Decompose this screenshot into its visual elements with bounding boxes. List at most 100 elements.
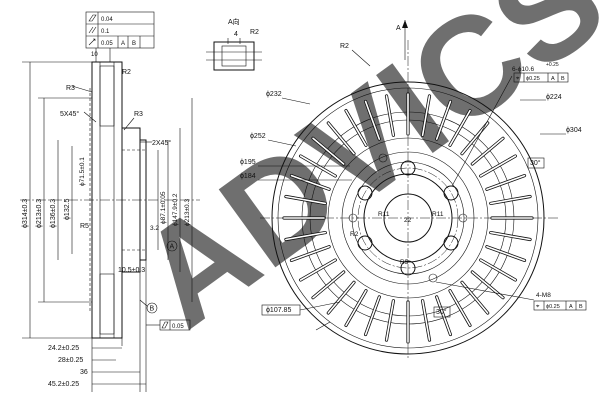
vent-slot-inner xyxy=(435,100,452,140)
tol-value-3: 0.05 xyxy=(101,41,113,47)
vent-slot-inner xyxy=(435,296,452,336)
vent-slot-inner xyxy=(345,289,367,327)
hole-tol: +0.25 xyxy=(546,62,559,68)
flatness-icon xyxy=(88,14,97,22)
dim-d314: ϕ314±0.3 xyxy=(22,199,29,228)
thread-spec: 4-M8 xyxy=(536,292,551,299)
detail-title: A向 xyxy=(228,17,240,26)
section-view: ϕ314±0.3 ϕ213±0.3 ϕ136±0.3 ϕ132.5 ϕ71.5±… xyxy=(20,61,200,392)
dim-d87: ϕ87.1±0.05 xyxy=(160,191,167,224)
hole-position-frame xyxy=(513,72,569,83)
fv-30-right: 30° xyxy=(530,159,541,167)
fv-d252: ϕ252 xyxy=(250,133,266,140)
dim-d213-left: ϕ213±0.3 xyxy=(36,199,43,228)
vent-slot-inner xyxy=(471,271,504,299)
tol-datum-a: A xyxy=(121,41,125,47)
vent-slot-inner xyxy=(461,281,489,314)
front-view: A R2 ϕ232 ϕ252 ϕ195 ϕ184 ϕ224 ϕ304 R11 2… xyxy=(240,20,587,360)
vent-slot-inner xyxy=(327,281,355,314)
dim-d213-right: ϕ213±0.3 xyxy=(184,199,191,226)
dim-d71: ϕ71.5±0.1 xyxy=(79,157,86,186)
label-r3-left: R3 xyxy=(66,85,75,92)
vent-slot-inner xyxy=(421,95,431,137)
bolt-hole xyxy=(357,185,373,201)
tol-datum-b: B xyxy=(132,41,136,47)
vent-slot-inner xyxy=(364,296,381,336)
parallelism-icon xyxy=(88,26,97,34)
label-r5: R5 xyxy=(80,223,89,230)
tol-note-10: 10 xyxy=(91,52,98,58)
datum-a-marker xyxy=(166,240,178,252)
bolt-hole xyxy=(443,185,459,201)
thread-hole xyxy=(378,153,388,163)
flatness-small-value: 0.05 xyxy=(172,324,184,330)
fv-r5: R5 xyxy=(400,259,409,266)
fv-d195: ϕ195 xyxy=(240,159,256,166)
label-2x45: 2X45° xyxy=(152,139,171,147)
label-r2-top: R2 xyxy=(122,69,131,76)
vent-slot-inner xyxy=(486,245,526,262)
runout-icon xyxy=(88,38,96,46)
vent-slot-inner xyxy=(285,195,327,205)
label-r3-right: R3 xyxy=(134,111,143,118)
position-icon: ⌖ xyxy=(516,76,520,82)
fv-d184: ϕ184 xyxy=(240,173,256,180)
thread-frame-datum-b: B xyxy=(579,304,583,310)
fv-r2-inner: R2 xyxy=(350,231,359,238)
thread-hole xyxy=(458,213,468,223)
tolerance-frame: 0.04 0.1 0.05 A B 10 xyxy=(85,11,155,62)
vent-slot-inner xyxy=(299,259,337,281)
vent-slot-inner xyxy=(290,174,330,191)
vent-slot-inner xyxy=(449,289,471,327)
fv-r2-top: R2 xyxy=(340,43,349,50)
thread-position-frame xyxy=(533,300,587,311)
fv-r11-left: R11 xyxy=(378,211,390,218)
dim-d136: ϕ136±0.3 xyxy=(50,199,57,228)
vent-slot-inner xyxy=(312,271,345,299)
fv-d304: ϕ304 xyxy=(566,127,582,134)
dim-36: 36 xyxy=(80,369,88,376)
label-5x45: 5X45° xyxy=(60,110,79,118)
tol-value-2: 0.1 xyxy=(101,29,110,35)
thread-hole xyxy=(348,213,358,223)
thread-frame-datum-a: A xyxy=(569,304,573,310)
dim-d147: ϕ147.9±0.2 xyxy=(172,193,179,226)
vent-slot-inner xyxy=(479,259,517,281)
fv-d107: ϕ107.85 xyxy=(266,307,291,314)
vent-slot-inner xyxy=(327,122,355,155)
vent-slot-inner xyxy=(364,100,381,140)
vent-slot-inner xyxy=(312,137,345,165)
vent-slot-inner xyxy=(489,231,531,241)
bolt-hole xyxy=(400,260,416,276)
hole-spec: 6-ϕ10.6 xyxy=(512,66,534,73)
vent-slot-inner xyxy=(345,109,367,147)
vent-slot-inner xyxy=(449,109,471,147)
detail-dim-4: 4 xyxy=(234,31,238,38)
dim-d132: ϕ132.5 xyxy=(64,198,71,220)
thread-frame-value: ϕ0.25 xyxy=(546,304,560,310)
dim-45-2: 45.2±0.25 xyxy=(48,381,79,388)
arrow-a-label: A xyxy=(396,25,401,32)
fv-d232: ϕ232 xyxy=(266,91,282,98)
detail-a-view: A向 4 R2 xyxy=(206,17,262,71)
label-3-2: 3.2 xyxy=(150,225,159,232)
hole-frame-datum-b: B xyxy=(561,76,565,82)
vent-slot-inner xyxy=(489,195,531,205)
thread-hole xyxy=(428,273,438,283)
vent-slot-inner xyxy=(471,137,504,165)
detail-r2: R2 xyxy=(250,29,259,36)
hole-frame-value: ϕ0.25 xyxy=(526,76,540,82)
vent-slot-inner xyxy=(479,155,517,177)
bolt-hole xyxy=(400,160,416,176)
vent-slot-inner xyxy=(486,174,526,191)
dim-24-2: 24.2±0.25 xyxy=(48,345,79,352)
vent-slot-inner xyxy=(385,95,395,137)
bolt-hole xyxy=(443,235,459,251)
vent-slots xyxy=(282,92,534,344)
datum-a-label: A xyxy=(170,244,175,251)
position-icon: ⌖ xyxy=(536,304,540,310)
bolt-hole xyxy=(357,235,373,251)
vent-slot-inner xyxy=(285,231,327,241)
fv-r11-right: R11 xyxy=(432,211,444,218)
